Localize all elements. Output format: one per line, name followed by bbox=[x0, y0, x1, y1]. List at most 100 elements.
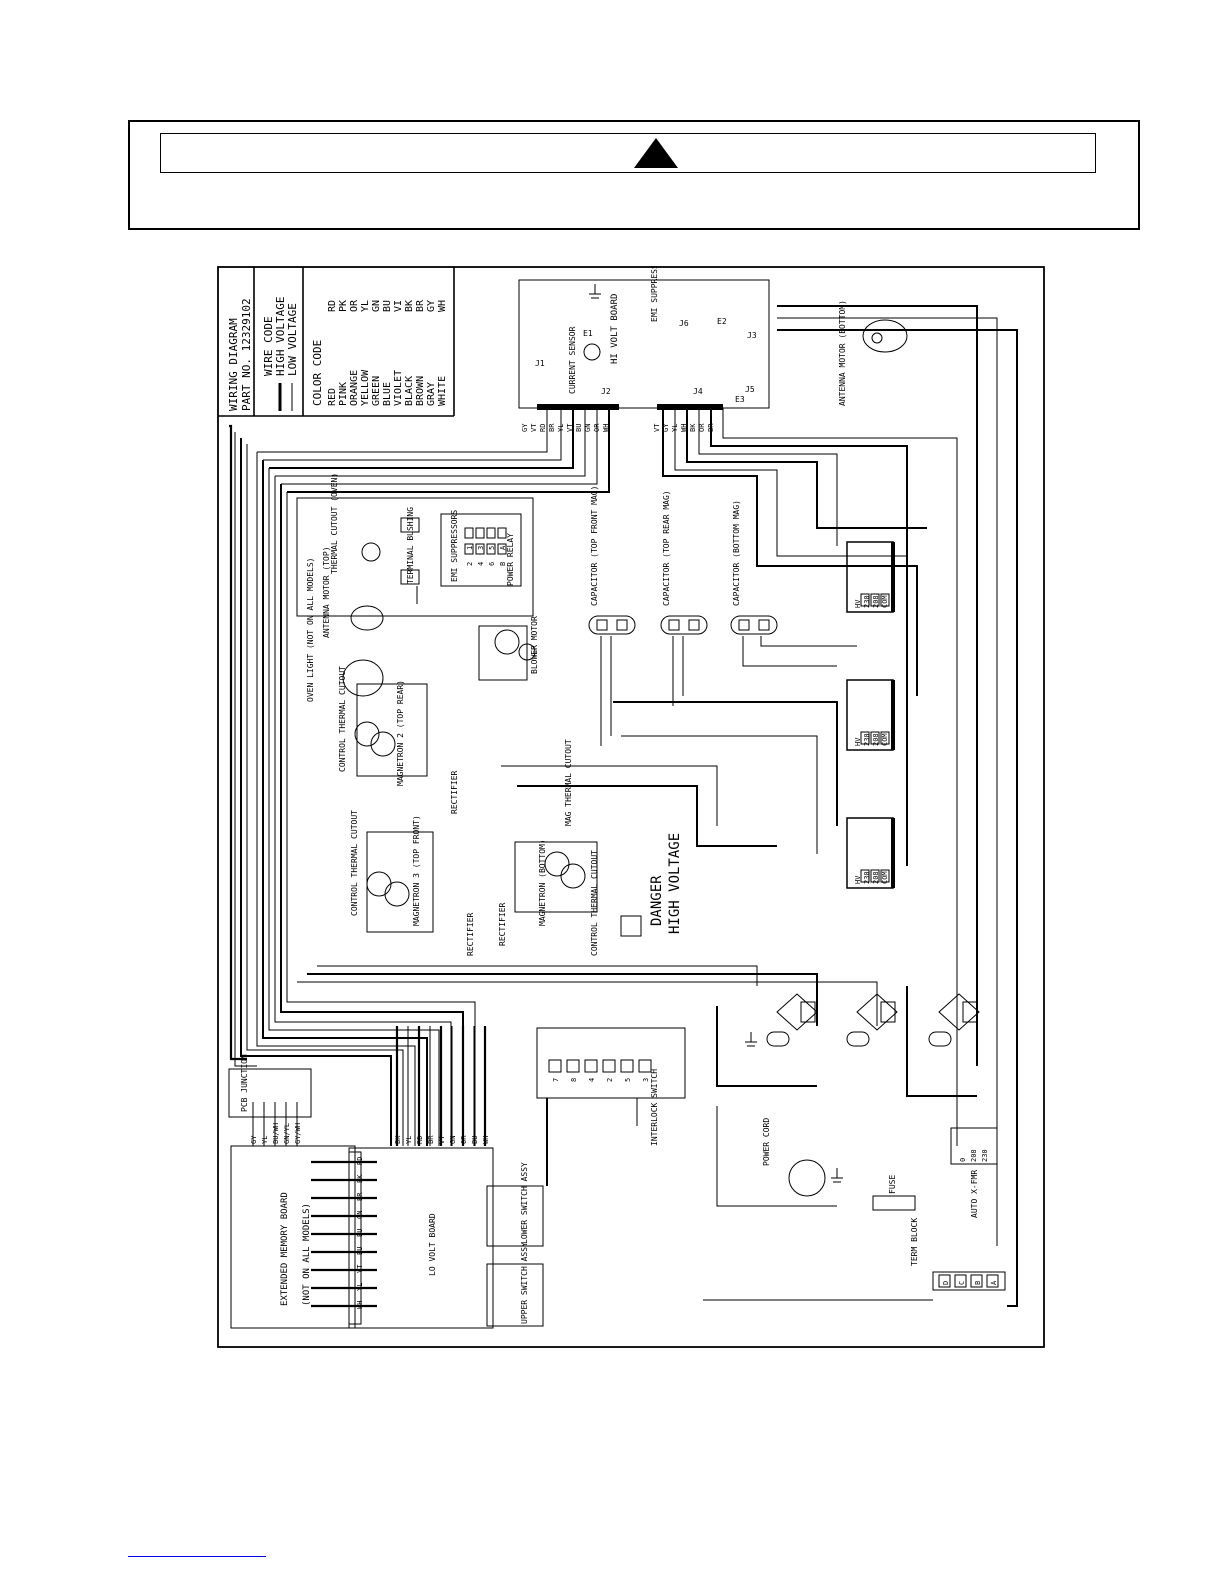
ground-icon bbox=[831, 1168, 843, 1183]
wire-label: BR bbox=[548, 423, 556, 432]
connector-j1: J1 bbox=[535, 359, 545, 368]
wire-label: YL bbox=[356, 1283, 364, 1291]
color-name: PINK bbox=[338, 382, 349, 406]
wiring-harness bbox=[229, 305, 1018, 1307]
color-name: GRAY bbox=[426, 382, 437, 406]
connector-e3: E3 bbox=[735, 395, 745, 404]
wire-label: BR bbox=[427, 1135, 435, 1144]
lower-switch-label: LOWER SWITCH ASSY bbox=[520, 1162, 529, 1244]
hv-board: HI VOLT BOARD CURRENT SENSOR EMI SUPPRES… bbox=[518, 266, 770, 432]
interlock-pin: 8 bbox=[570, 1078, 578, 1082]
wire-label: GN bbox=[584, 424, 592, 432]
emi-suppressors-label: EMI SUPPRESSORS bbox=[450, 510, 459, 582]
rectifier-3-label: RECTIFIER bbox=[466, 912, 475, 956]
ground-symbols bbox=[589, 284, 843, 1183]
relay-pin: A bbox=[499, 545, 507, 550]
color-code-heading: COLOR CODE bbox=[311, 340, 324, 406]
wire-code-high: HIGH VOLTAGE bbox=[274, 297, 287, 376]
capacitor-bottom-label: CAPACITOR (BOTTOM MAG) bbox=[732, 500, 741, 606]
wire-code-low: LOW VOLTAGE bbox=[286, 303, 299, 376]
color-name: VIOLET bbox=[393, 370, 404, 406]
color-name: WHITE bbox=[437, 376, 448, 406]
rectifier-bottom-label: RECTIFIER bbox=[498, 902, 507, 946]
xfmr-pin: HV bbox=[854, 875, 862, 884]
wire-label: GY bbox=[521, 423, 529, 432]
color-abbrev: OR bbox=[349, 299, 360, 312]
term-block-label: TERM BLOCK bbox=[910, 1218, 919, 1266]
wire-label: GN bbox=[356, 1211, 364, 1219]
mag-thermal-cutout-label: MAG THERMAL CUTOUT bbox=[564, 739, 573, 826]
relay-pin: 4 bbox=[477, 562, 485, 566]
wire-label: BK bbox=[356, 1174, 364, 1183]
auto-xfmr-pin: 0 bbox=[959, 1158, 967, 1162]
auto-xfmr-pin: 208 bbox=[970, 1149, 978, 1162]
magnetron-bottom: MAGNETRON (BOTTOM) MAG THERMAL CUTOUT CO… bbox=[498, 739, 599, 956]
warning-box bbox=[128, 120, 1140, 230]
wire-label: BR bbox=[356, 1192, 364, 1201]
connector-j2: J2 bbox=[601, 387, 611, 396]
wire-label: VT bbox=[653, 423, 661, 432]
hv-board-label: HI VOLT BOARD bbox=[610, 294, 620, 364]
xfmr-pin: 208 bbox=[872, 733, 880, 746]
power-cord-label: POWER CORD bbox=[762, 1118, 771, 1166]
color-name: BLUE bbox=[382, 382, 393, 406]
color-name: BROWN bbox=[415, 376, 426, 406]
wire-label: OR bbox=[698, 423, 706, 432]
xfmr-pin: 230 bbox=[863, 733, 871, 746]
wire-label: VT bbox=[530, 423, 538, 432]
pcb-junction-label: PCB JUNCTION bbox=[240, 1054, 249, 1112]
xfmr-pin: 230 bbox=[863, 595, 871, 608]
wire-label: GN bbox=[449, 1136, 457, 1144]
interlock-pin: 3 bbox=[642, 1078, 650, 1082]
triac-top-front bbox=[766, 993, 818, 1047]
capacitor-top-front-label: CAPACITOR (TOP FRONT MAG) bbox=[590, 486, 599, 606]
terminal-bushing-label: TERMINAL BUSHING bbox=[406, 507, 415, 584]
xfmr-pin: 208 bbox=[872, 595, 880, 608]
wire-label: GY bbox=[662, 423, 670, 432]
warning-text bbox=[160, 182, 1096, 218]
wire-label: WH bbox=[482, 1136, 490, 1144]
magnetron-2: CONTROL THERMAL CUTOUT MAGNETRON 2 (TOP … bbox=[338, 666, 459, 814]
thermal-cutout-oven-label: THERMAL CUTOUT (OVEN) bbox=[330, 473, 339, 574]
low-voltage-section: PCB JUNCTION EXTENDED MEMORY BOARD (NOT … bbox=[228, 1026, 544, 1329]
term-pin: C bbox=[958, 1281, 966, 1285]
antenna-motor-bottom-label: ANTENNA MOTOR (BOTTOM) bbox=[838, 300, 847, 406]
wire-label: WH bbox=[680, 424, 688, 432]
current-sensor-label: CURRENT SENSOR bbox=[568, 326, 577, 394]
magnetrons: CONTROL THERMAL CUTOUT MAGNETRON 2 (TOP … bbox=[338, 666, 599, 956]
xfmr-pin: 208 bbox=[872, 871, 880, 884]
wire-label: BU bbox=[356, 1229, 364, 1237]
magnetron-2-label: MAGNETRON 2 (TOP REAR) bbox=[396, 680, 405, 786]
antenna-motor-bottom: ANTENNA MOTOR (BOTTOM) bbox=[838, 300, 908, 406]
interlock-pin: 2 bbox=[606, 1078, 614, 1082]
color-name: BLACK bbox=[404, 376, 415, 406]
connector-j3: J3 bbox=[747, 331, 757, 340]
diagram-title: WIRING DIAGRAM bbox=[227, 318, 240, 411]
wire-label: VT bbox=[356, 1264, 364, 1273]
antenna-motor-top-label: ANTENNA MOTOR (TOP) bbox=[322, 546, 331, 638]
footer-link-underline[interactable] bbox=[128, 1556, 266, 1557]
color-name: ORANGE bbox=[349, 370, 360, 406]
color-name: RED bbox=[327, 388, 338, 406]
color-abbrev: BR bbox=[415, 299, 426, 312]
xfmr-pin: HV bbox=[854, 737, 862, 746]
diagram-frame bbox=[217, 266, 1045, 1348]
ext-memory-label: EXTENDED MEMORY BOARD bbox=[280, 1192, 290, 1306]
ground-icon bbox=[745, 1032, 757, 1047]
legend: WIRING DIAGRAM PART NO. 12329102 WIRE CO… bbox=[218, 267, 455, 417]
color-abbrev: BK bbox=[404, 300, 415, 312]
connector-j5: J5 bbox=[745, 385, 755, 394]
control-thermal-cutout-2-label: CONTROL THERMAL CUTOUT bbox=[338, 666, 347, 772]
control-thermal-cutout-bottom-label: CONTROL THERMAL CUTOUT bbox=[590, 850, 599, 956]
color-abbrev: WH bbox=[437, 300, 448, 312]
color-abbrev: GY bbox=[426, 300, 437, 312]
relay-pin: 3 bbox=[477, 546, 485, 550]
color-abbrev: PK bbox=[338, 300, 349, 312]
wire-label: YL bbox=[261, 1136, 269, 1144]
upper-switch-label: UPPER SWITCH ASSY bbox=[520, 1242, 529, 1324]
connector-j6: J6 bbox=[679, 319, 689, 328]
